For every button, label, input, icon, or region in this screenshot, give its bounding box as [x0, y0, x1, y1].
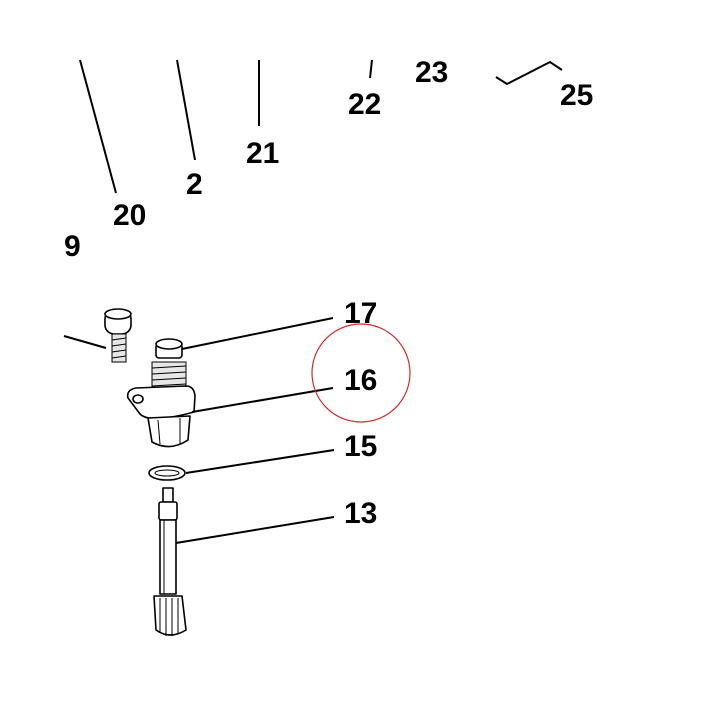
sender-housing-part-16	[126, 361, 196, 448]
leader-line-15	[185, 449, 335, 474]
leader-line-13	[175, 516, 335, 544]
cap-part-17	[155, 338, 183, 359]
o-ring-part-15	[148, 465, 186, 481]
callout-21: 21	[246, 137, 279, 170]
callout-20: 20	[113, 199, 146, 232]
leader-line-20	[79, 59, 117, 194]
leader-line-9	[63, 335, 107, 349]
callout-22: 22	[348, 88, 381, 121]
drive-shaft-part-13	[153, 487, 187, 636]
callout-17: 17	[344, 297, 377, 330]
callout-13: 13	[344, 497, 377, 530]
callout-2: 2	[186, 168, 203, 201]
callout-15: 15	[344, 430, 377, 463]
highlight-ring	[311, 323, 411, 423]
callout-16: 16	[344, 364, 377, 397]
callout-9: 9	[64, 230, 81, 263]
wire-clip-25	[495, 60, 563, 86]
leader-line-17	[181, 317, 334, 350]
leader-line-22	[369, 59, 373, 79]
callout-23: 23	[415, 56, 448, 89]
leader-line-2	[176, 59, 196, 161]
callout-25: 25	[560, 79, 593, 112]
leader-line-16	[191, 387, 334, 413]
o-ring-inner	[154, 469, 180, 477]
socket-screw	[104, 308, 132, 363]
